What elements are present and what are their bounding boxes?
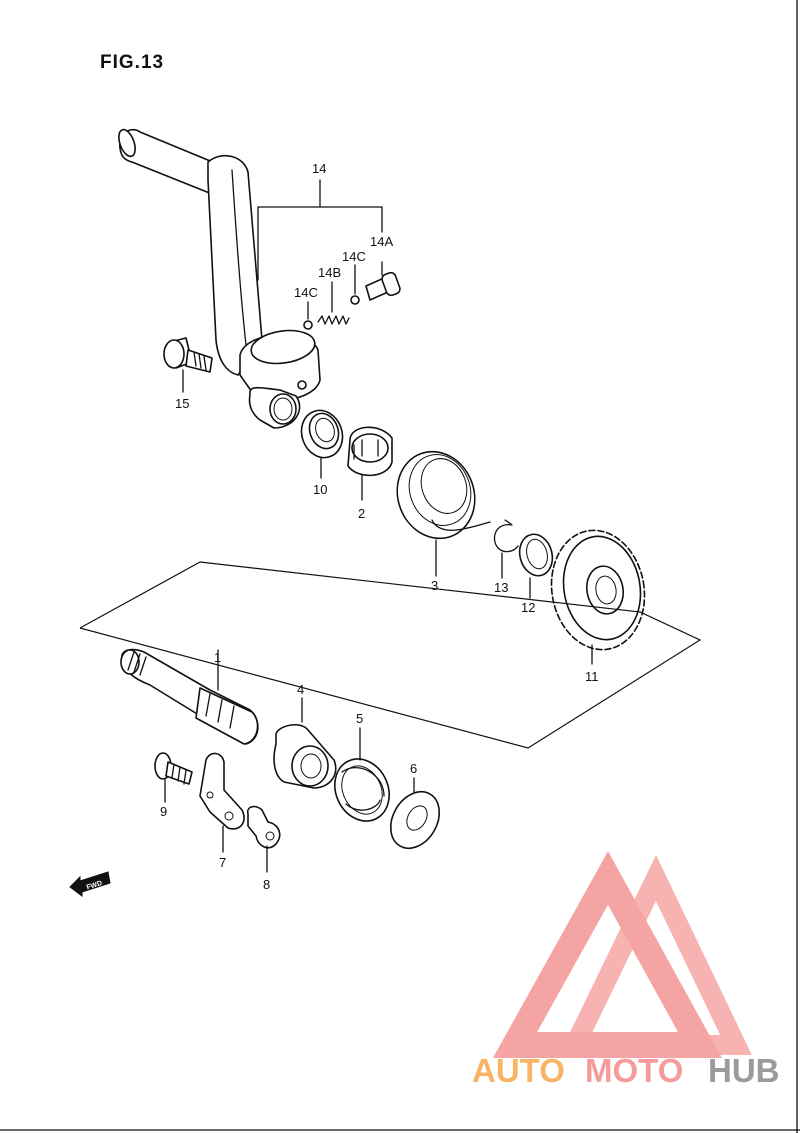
- label-14c-upper: 14C: [342, 249, 366, 264]
- stopper-8-part: [246, 805, 281, 873]
- label-8: 8: [263, 877, 270, 892]
- ratchet-4-part: [273, 697, 337, 789]
- label-9: 9: [160, 804, 167, 819]
- watermark-triangle-icon-2: [559, 854, 752, 1055]
- circlip-13-part: [493, 519, 519, 579]
- ratchet-spring-5-part: [334, 727, 390, 822]
- figure-title: FIG.13: [100, 52, 164, 73]
- plate-7-part: [199, 752, 245, 853]
- guide-2-part: [347, 426, 393, 501]
- label-11: 11: [585, 669, 599, 684]
- washer-6-part: [389, 777, 441, 850]
- label-14b: 14B: [318, 265, 341, 280]
- label-10: 10: [313, 482, 327, 497]
- kick-gear-11-part: [550, 529, 646, 665]
- assembly-frame: [79, 561, 702, 749]
- label-5: 5: [356, 711, 363, 726]
- bolt-9-part: [154, 752, 193, 803]
- ball-14c-lower-part: [303, 320, 313, 330]
- fwd-marker-text: FWD: [86, 880, 103, 892]
- label-15: 15: [175, 396, 189, 411]
- label-12: 12: [521, 600, 535, 615]
- label-13: 13: [494, 580, 508, 595]
- label-2: 2: [358, 506, 365, 521]
- forward-direction-marker: FWD: [69, 871, 111, 897]
- label-1: 1: [214, 650, 221, 665]
- oil-seal-10-part: [300, 409, 344, 479]
- watermark-text-hub: HUB: [708, 1052, 780, 1089]
- label-14c-lower: 14C: [294, 285, 318, 300]
- label-7: 7: [219, 855, 226, 870]
- watermark-text-moto: MOTO: [585, 1052, 683, 1089]
- bolt-15-part: [163, 337, 213, 393]
- watermark-text-auto: AUTO: [472, 1052, 565, 1089]
- kick-starter-lever-part: [118, 128, 321, 429]
- label-4: 4: [297, 682, 304, 697]
- label-6: 6: [410, 761, 417, 776]
- watermark-logo: [492, 851, 752, 1058]
- ball-14c-upper-part: [350, 295, 360, 305]
- label-14a: 14A: [370, 234, 393, 249]
- washer-12-part: [518, 533, 554, 599]
- label-14: 14: [312, 161, 326, 176]
- spring-14b-part: [317, 281, 350, 325]
- kick-spring-3-part: [396, 450, 491, 577]
- bolt-14a-part: [365, 261, 401, 301]
- kick-shaft-1-part: [120, 648, 259, 745]
- label-3: 3: [431, 578, 438, 593]
